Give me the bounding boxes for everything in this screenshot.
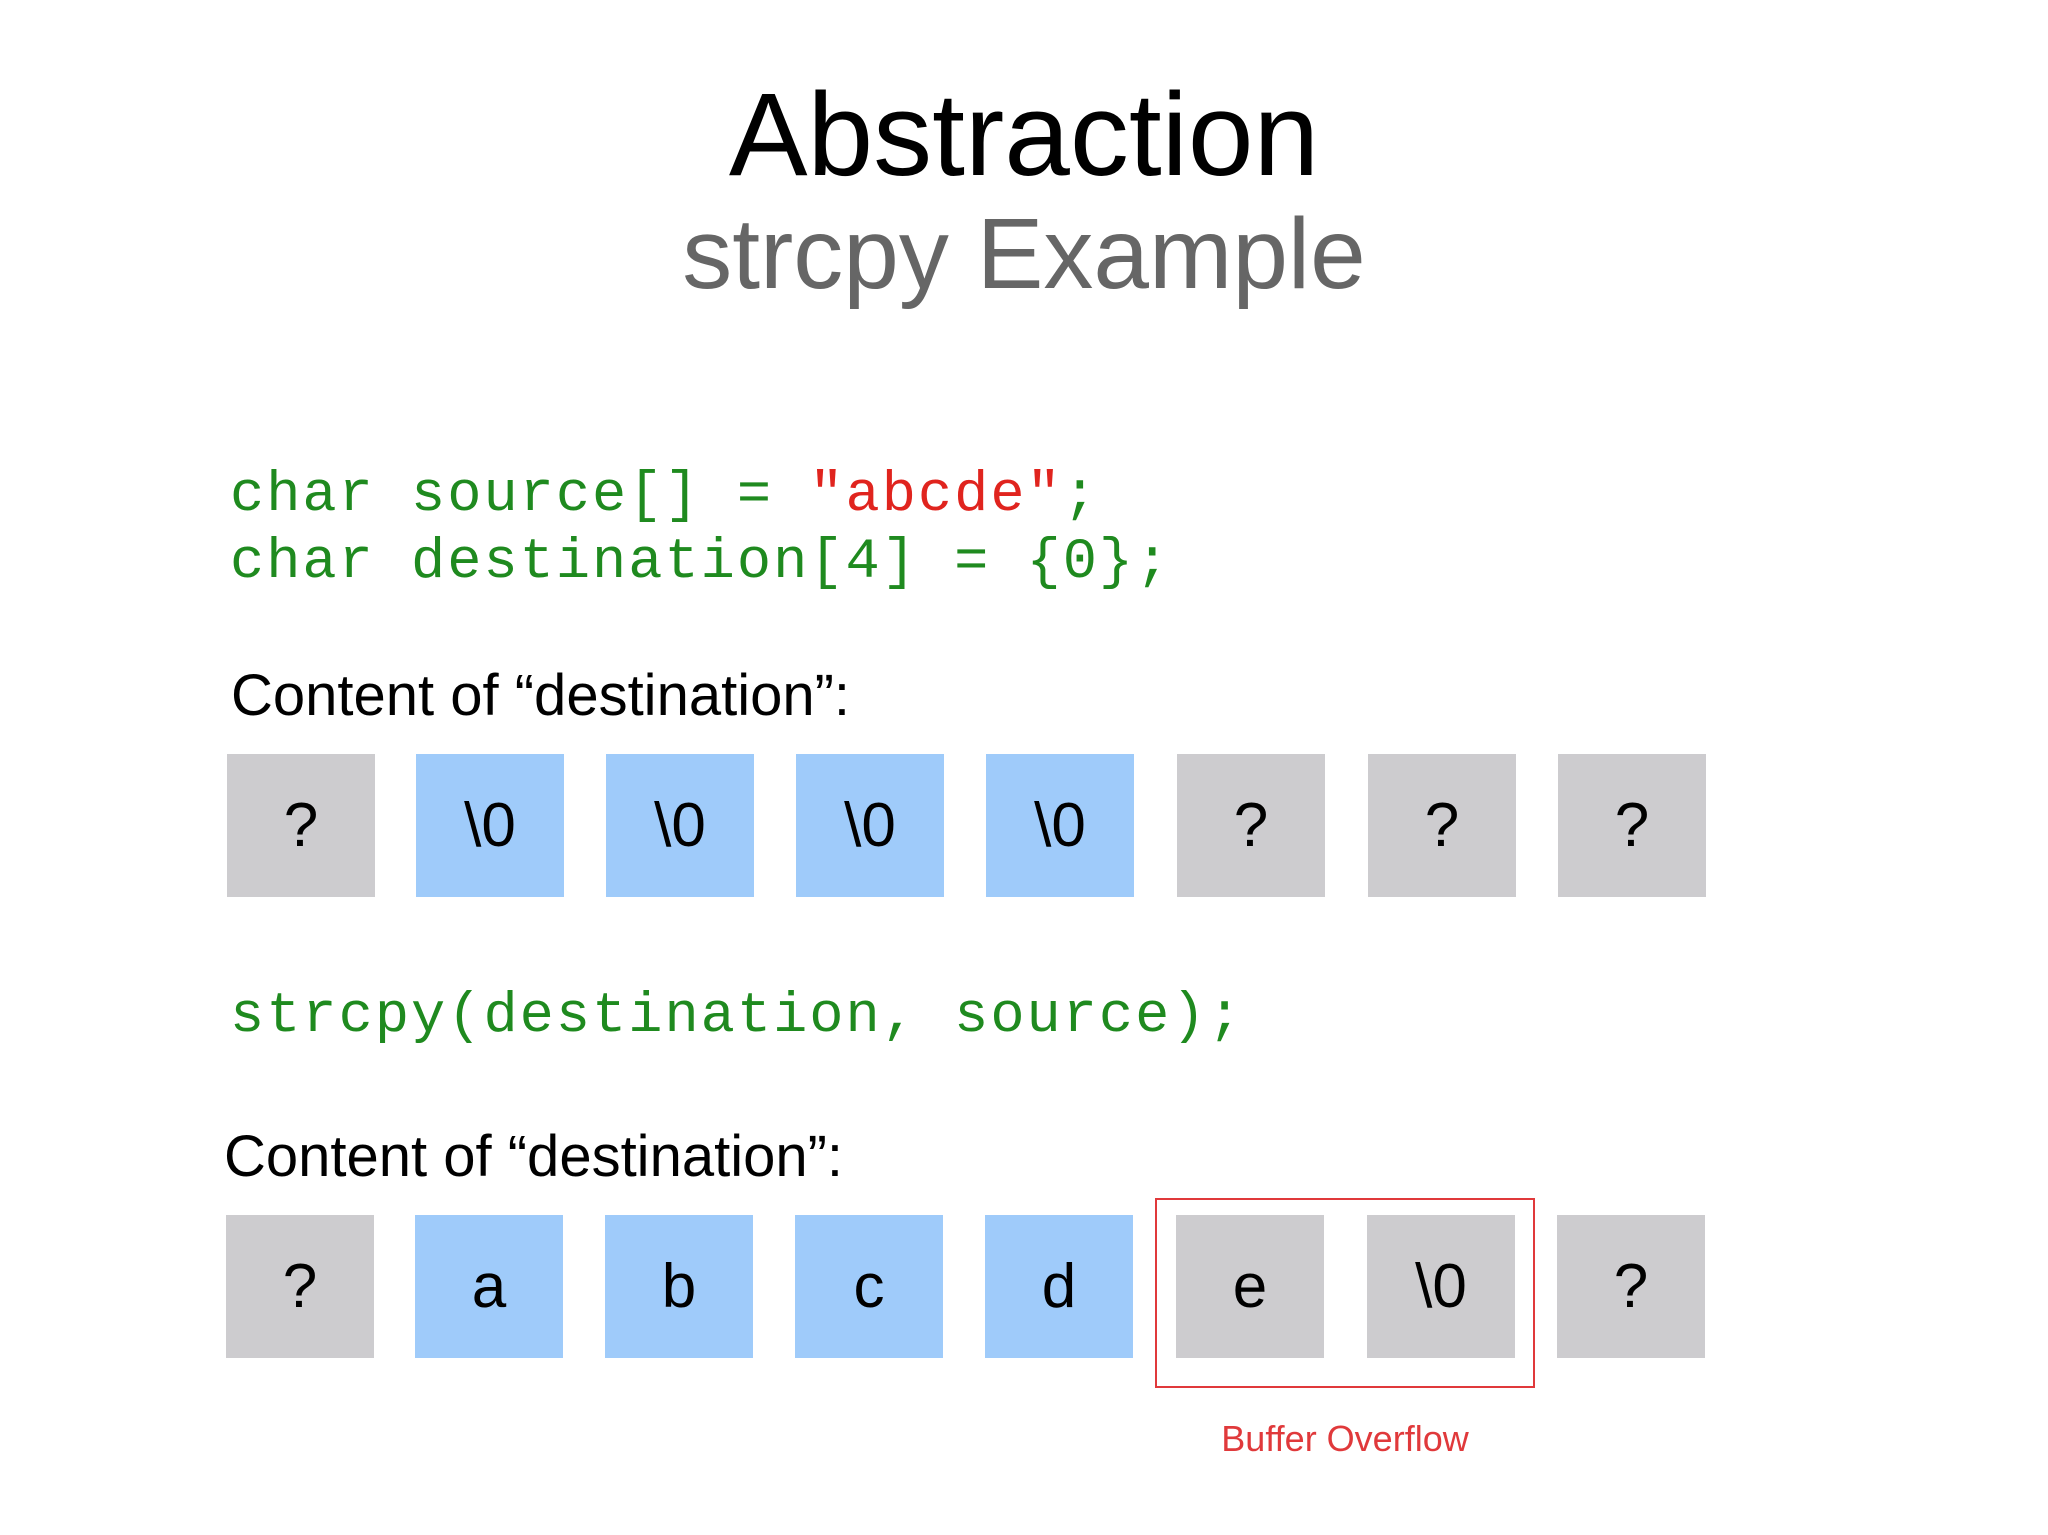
code-line-source: char source[] = "abcde"; <box>230 463 1099 529</box>
memory-cell-after: a <box>415 1215 563 1358</box>
code-line-source-prefix: char source[] = <box>230 464 810 528</box>
memory-cell-before: ? <box>227 754 375 897</box>
label-destination-before: Content of “destination”: <box>231 663 851 728</box>
code-line-strcpy: strcpy(destination, source); <box>230 985 1244 1049</box>
memory-cell-before: \0 <box>796 754 944 897</box>
memory-cell-after: ? <box>226 1215 374 1358</box>
memory-cell-after: e <box>1176 1215 1324 1358</box>
memory-cell-before: ? <box>1177 754 1325 897</box>
memory-cell-before: \0 <box>606 754 754 897</box>
slide-title: Abstraction <box>728 69 1320 201</box>
memory-cell-before: \0 <box>986 754 1134 897</box>
buffer-overflow-highlight <box>1155 1198 1535 1388</box>
memory-cell-after: c <box>795 1215 943 1358</box>
label-destination-after: Content of “destination”: <box>224 1124 844 1189</box>
memory-cell-after: b <box>605 1215 753 1358</box>
memory-cell-before: ? <box>1368 754 1516 897</box>
memory-cell-after: \0 <box>1367 1215 1515 1358</box>
memory-cell-before: ? <box>1558 754 1706 897</box>
code-line-source-suffix: ; <box>1062 464 1099 528</box>
buffer-overflow-label: Buffer Overflow <box>1221 1418 1469 1459</box>
memory-cell-after: d <box>985 1215 1133 1358</box>
memory-cell-after: ? <box>1557 1215 1705 1358</box>
memory-cell-before: \0 <box>416 754 564 897</box>
code-line-destination: char destination[4] = {0}; <box>230 531 1172 595</box>
code-string-literal: "abcde" <box>809 464 1063 528</box>
slide-subtitle: strcpy Example <box>682 198 1366 310</box>
